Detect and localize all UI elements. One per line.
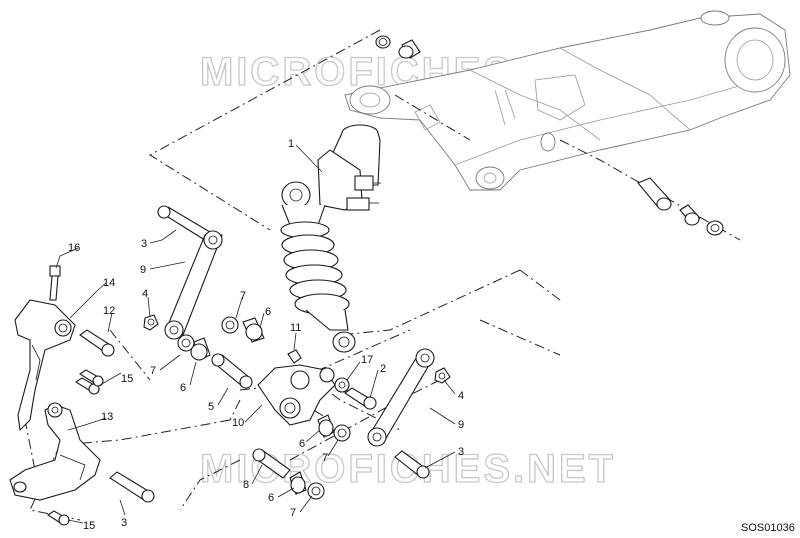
drawing-code: SOS01036: [741, 522, 795, 534]
callout-17: 17: [361, 354, 373, 366]
callout-3: 3: [141, 238, 147, 250]
bolt-12: [79, 329, 115, 357]
bracket-14: [14, 299, 76, 432]
callout-15: 15: [121, 373, 133, 385]
callout-9: 9: [140, 264, 146, 276]
callout-7: 7: [150, 365, 156, 377]
callout-6: 6: [299, 438, 305, 450]
callout-15: 15: [83, 520, 95, 532]
callout-4: 4: [458, 390, 464, 402]
callout-11: 11: [290, 322, 301, 334]
bolt-3-top: [157, 205, 216, 243]
nut-4-left: [143, 314, 159, 331]
callout-3: 3: [121, 517, 127, 529]
leader-lines: [55, 144, 456, 524]
spacer-5: [211, 353, 253, 389]
callout-7: 7: [290, 507, 296, 519]
shock-absorber: [280, 124, 381, 353]
nut-11: [287, 349, 302, 364]
spacer-8: [252, 448, 291, 479]
callout-14: 14: [103, 277, 115, 289]
callout-3: 3: [458, 446, 464, 458]
callout-7: 7: [240, 290, 246, 302]
link-9-right: [367, 348, 435, 447]
swingarm-bushing-top: [375, 35, 421, 59]
callout-6: 6: [180, 382, 186, 394]
callout-12: 12: [103, 305, 115, 317]
callout-2: 2: [380, 363, 386, 375]
callout-13: 13: [101, 411, 113, 423]
callout-8: 8: [243, 479, 249, 491]
bolt-16: [49, 265, 61, 301]
bushing-group-left: [177, 316, 265, 361]
callout-7: 7: [322, 452, 328, 464]
callout-5: 5: [208, 401, 214, 413]
bushing-group-bottom: [289, 471, 325, 500]
rocker-10: [257, 364, 336, 426]
callout-16: 16: [68, 242, 80, 254]
callout-10: 10: [232, 417, 244, 429]
screws-15-upper: [74, 369, 104, 395]
callout-labels: 1 3 9 4 7 6 5 10 7 6 11 17 2 4 9 3 6 7 8…: [68, 138, 464, 532]
callout-6: 6: [268, 492, 274, 504]
swingarm: [344, 10, 791, 191]
bolt-2: [344, 387, 377, 410]
callout-4: 4: [142, 288, 148, 300]
callout-1: 1: [288, 138, 294, 150]
bolt-3-bottom-left: [109, 471, 155, 503]
swingarm-bushing-right: [637, 177, 724, 236]
link-9-left: [164, 230, 223, 340]
screw-15-lower: [46, 510, 70, 526]
bushing-group-middle: [317, 414, 351, 442]
washer-17: [334, 377, 350, 393]
nut-4-right: [434, 367, 451, 384]
callout-9: 9: [458, 419, 464, 431]
callout-6: 6: [265, 306, 271, 318]
footpeg-bracket-13: [9, 402, 101, 501]
